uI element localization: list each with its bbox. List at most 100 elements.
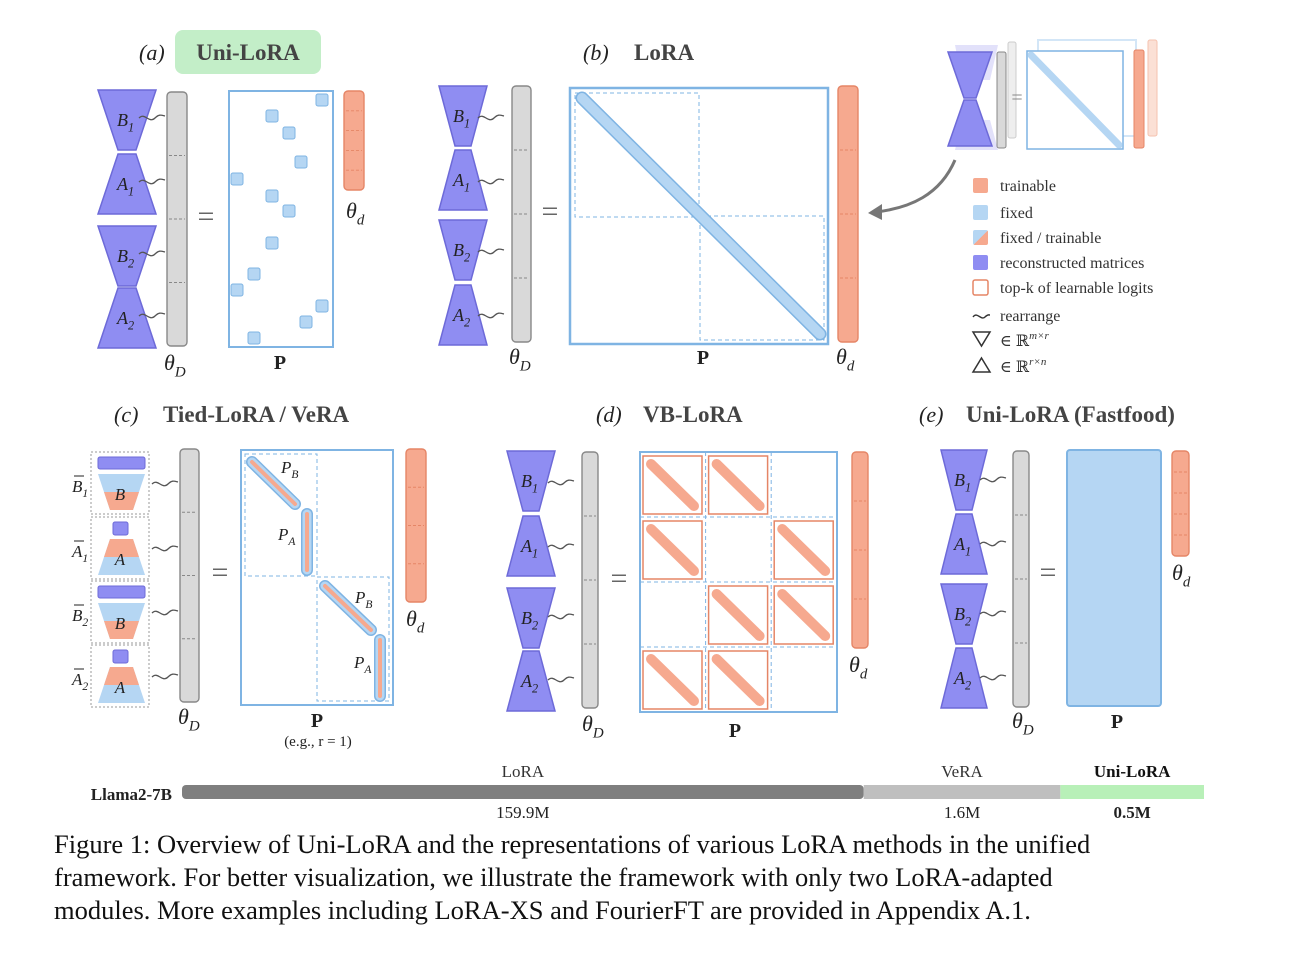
legend: trainable fixed fixed / trainable reconstru… [971,178,1153,376]
rearrange-squiggle [151,609,179,616]
legend-swatch-down-triangle [971,331,992,348]
theta-d-vector-body [1171,450,1190,557]
rearrange-squiggle [979,674,1007,681]
equals-sign: = [198,200,215,233]
vector-bank-diagonal [777,524,831,576]
bar-segment-uni-lora [1060,785,1204,799]
P-block-top-left [574,92,700,218]
trapezoid-b2 [506,587,556,649]
tied-module-symbol: A2 [71,670,88,693]
legend-swatch-topk [972,279,989,296]
legend-label: rearrange [1000,308,1060,325]
P-entry-square [265,109,279,123]
rearrange-squiggle [138,250,166,257]
inset-theta-d [1133,49,1145,149]
panel-e-tag: (e) [919,402,943,427]
rearrange-squiggle [547,676,575,683]
theta-D-label: θD [178,704,200,735]
P-label: P [311,710,323,732]
trapezoid-b1 [438,85,488,147]
P-label: P [729,720,741,742]
theta-d-label: θd [346,198,365,229]
symbol-a1: A1 [520,536,538,560]
legend-label: fixed [1000,205,1033,222]
symbol-b2: B2 [521,608,538,632]
theta-d-label: θd [406,606,425,637]
inset-theta-D [996,51,1007,149]
theta-d-label: θd [849,652,868,683]
P-entry-square [315,93,329,107]
legend-label: reconstructed matrices [1000,255,1144,272]
shared-matrix-letter: A [114,678,126,697]
inset-ghost-vector [1007,41,1017,139]
legend-swatch-up-triangle [971,356,992,373]
panel-e-title: Uni-LoRA (Fastfood) [966,402,1175,427]
tied-module-symbol: B2 [72,606,88,629]
theta-D-label: θD [582,711,604,742]
panel-b-title: LoRA [634,40,694,65]
PB-label-1: PB [280,458,298,481]
tied-module-symbol: B1 [72,477,88,500]
symbol-a2: A2 [116,308,134,332]
rearrange-squiggle [151,480,179,487]
legend-label: top-k of learnable logits [1000,280,1153,297]
theta-D-vector [179,448,200,703]
symbol-b2: B2 [117,246,134,270]
theta-D-vector [166,91,188,347]
shared-a-trainable [104,539,139,557]
shared-a-trainable [104,667,139,685]
P-entry-square [299,315,313,329]
P-entry-square [230,172,244,186]
panel-c-tag: (c) [114,402,138,427]
rearrange-squiggle [547,479,575,486]
symbol-b2: B2 [954,604,971,628]
equals-sign: = [1040,556,1057,589]
rearrange-squiggle [979,540,1007,547]
symbol-b1: B1 [117,110,134,134]
symbol-b1: B1 [954,470,971,494]
rearrange-squiggle [477,114,505,121]
symbol-b1: B1 [453,106,470,130]
legend-label: ∈ ℝr×n [1000,356,1047,376]
inset-arrowhead [868,204,882,220]
P-matrix-fastfood [1066,449,1162,707]
symbol-b1: B1 [521,471,538,495]
panel-b-tag: (b) [583,40,609,65]
bar-segment-name-vera: VeRA [941,762,983,781]
theta-D-vector [1012,450,1030,708]
theta-D-label: θD [164,350,186,381]
PB-label-2: PB [354,588,372,611]
rearrange-squiggle [979,610,1007,617]
bar-segment-name-lora: LoRA [502,762,545,781]
theta-D-vector [581,451,599,709]
vector-bank-diagonal [711,459,765,511]
rearrange-squiggle [477,248,505,255]
caption-line-2: framework. For better visualization, we … [54,862,1053,892]
P-entry-square [247,331,261,345]
symbol-a2: A2 [452,305,470,329]
panel-a-title: Uni-LoRA [196,40,300,65]
theta-d-vector [1171,450,1190,557]
vector-bank-diagonal [646,459,699,511]
legend-label: fixed / trainable [1000,230,1101,247]
bar-segment-value-vera: 1.6M [944,803,980,822]
caption-line-3: modules. More examples including LoRA-XS… [54,895,1031,925]
trapezoid-b2 [96,225,158,287]
vector-bank-diagonal [646,524,699,576]
P-block-bottom-right [699,215,825,341]
P-entry-square [282,204,296,218]
vector-bank-diagonal [711,589,765,641]
legend-label: trainable [1000,178,1056,195]
trapezoid-a1 [96,153,158,215]
trapezoid-a1 [506,515,556,577]
trapezoid-b2 [940,583,988,645]
trapezoid-a2 [438,284,488,346]
theta-d-label: θd [1172,560,1191,591]
inset-stacked-illustration: = [868,39,1158,220]
P-entry-square [265,236,279,250]
legend-label: ∈ ℝm×r [1000,330,1050,350]
scale-vector-b [97,585,146,599]
P-label: P [1111,711,1123,733]
P-entry-square [230,283,244,297]
theta-d-vector [343,90,365,191]
